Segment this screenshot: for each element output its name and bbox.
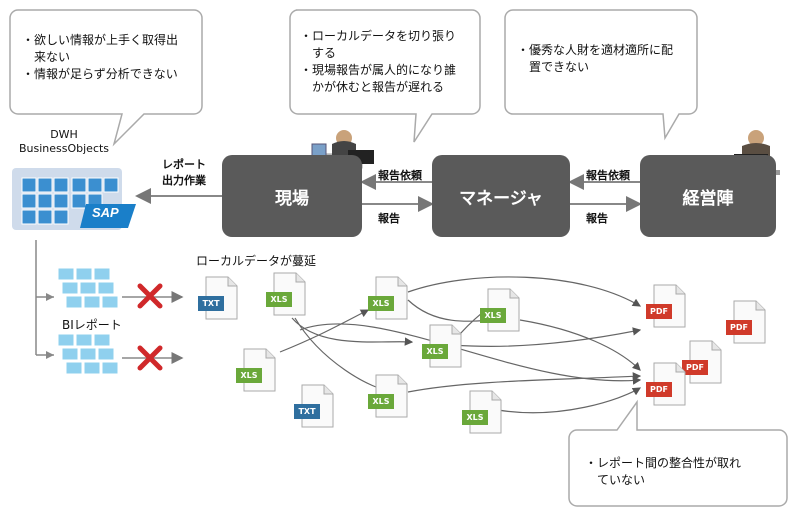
bubble-left-text: ・欲しい情報が上手く取得出 来ない ・情報が足らず分析できない bbox=[22, 32, 200, 83]
bubble-middle-text: ・ローカルデータを切り張り する ・現場報告が属人的になり誰 かが休むと報告が遅… bbox=[300, 28, 478, 96]
bubble-left-shape bbox=[9, 9, 203, 147]
bi-report-icon-1 bbox=[57, 267, 119, 309]
node-manager: マネージャ bbox=[432, 155, 570, 237]
xls-file-icon: XLS bbox=[266, 272, 306, 316]
xls-file-icon: XLS bbox=[480, 288, 520, 332]
bubble-bottom-text: ・レポート間の整合性が取れ ていない bbox=[585, 455, 785, 489]
xls-badge: XLS bbox=[236, 368, 262, 383]
xls-file-icon: XLS bbox=[236, 348, 276, 392]
edge-label-request-2: 報告依頼 bbox=[586, 169, 630, 182]
bi-report-icon-2 bbox=[57, 333, 119, 375]
bubble-bottom-line: ・レポート間の整合性が取れ bbox=[585, 456, 742, 470]
xls-badge: XLS bbox=[368, 394, 394, 409]
edge-label-report-1: 報告 bbox=[378, 212, 400, 225]
xls-file-icon: XLS bbox=[368, 374, 408, 418]
pdf-badge: PDF bbox=[646, 304, 672, 319]
xls-badge: XLS bbox=[266, 292, 292, 307]
bubble-bottom-shape bbox=[568, 399, 788, 507]
pdf-file-icon: PDF bbox=[726, 300, 766, 344]
xls-badge: XLS bbox=[480, 308, 506, 323]
bubble-middle-line: ・現場報告が属人的になり誰 bbox=[300, 63, 457, 77]
pdf-badge: PDF bbox=[646, 382, 672, 397]
bubble-left-line: 来ない bbox=[22, 50, 71, 64]
pdf-file-icon: PDF bbox=[646, 284, 686, 328]
bubble-left-line: ・欲しい情報が上手く取得出 bbox=[22, 33, 179, 47]
xls-badge: XLS bbox=[368, 296, 394, 311]
xls-file-icon: XLS bbox=[462, 390, 502, 434]
node-genba: 現場 bbox=[222, 155, 362, 237]
xls-badge: XLS bbox=[422, 344, 448, 359]
sap-logo: SAP bbox=[92, 205, 119, 220]
txt-badge: TXT bbox=[198, 296, 224, 311]
bubble-left-line: ・情報が足らず分析できない bbox=[22, 67, 178, 81]
cross-icon-2 bbox=[137, 345, 163, 371]
local-data-label: ローカルデータが蔓延 bbox=[196, 254, 317, 268]
bubble-middle-shape bbox=[289, 9, 481, 143]
txt-file-icon: TXT bbox=[294, 384, 334, 428]
bubble-middle-line: する bbox=[300, 46, 337, 60]
pdf-file-icon: PDF bbox=[646, 362, 686, 406]
edge-label-report-output-2: 出力作業 bbox=[162, 174, 206, 187]
dwh-cube-icon bbox=[12, 168, 136, 230]
edge-label-report-output-1: レポート bbox=[162, 158, 206, 171]
dwh-label: DWH BusinessObjects bbox=[0, 128, 128, 156]
xls-file-icon: XLS bbox=[422, 324, 462, 368]
bi-report-label: BIレポート bbox=[62, 318, 122, 332]
dwh-label-line2: BusinessObjects bbox=[18, 142, 110, 155]
cross-icon-1 bbox=[137, 283, 163, 309]
bubble-right-text: ・優秀な人財を適材適所に配 置できない bbox=[517, 42, 695, 76]
bubble-middle-line: ・ローカルデータを切り張り bbox=[300, 29, 457, 43]
bubble-middle-line: かが休むと報告が遅れる bbox=[300, 80, 445, 94]
edge-label-report-2: 報告 bbox=[586, 212, 608, 225]
dwh-label-line1: DWH bbox=[50, 128, 78, 141]
txt-badge: TXT bbox=[294, 404, 320, 419]
xls-file-icon: XLS bbox=[368, 276, 408, 320]
node-executive: 経営陣 bbox=[640, 155, 776, 237]
bubble-right-line: 置できない bbox=[517, 60, 590, 74]
bubble-right-shape bbox=[504, 9, 698, 141]
edge-label-request-1: 報告依頼 bbox=[378, 169, 422, 182]
pdf-badge: PDF bbox=[682, 360, 708, 375]
xls-badge: XLS bbox=[462, 410, 488, 425]
bubble-right-line: ・優秀な人財を適材適所に配 bbox=[517, 43, 674, 57]
pdf-badge: PDF bbox=[726, 320, 752, 335]
data-flow-curves bbox=[279, 276, 642, 414]
pdf-file-icon: PDF bbox=[682, 340, 722, 384]
txt-file-icon: TXT bbox=[198, 276, 238, 320]
bubble-bottom-line: ていない bbox=[585, 473, 646, 487]
